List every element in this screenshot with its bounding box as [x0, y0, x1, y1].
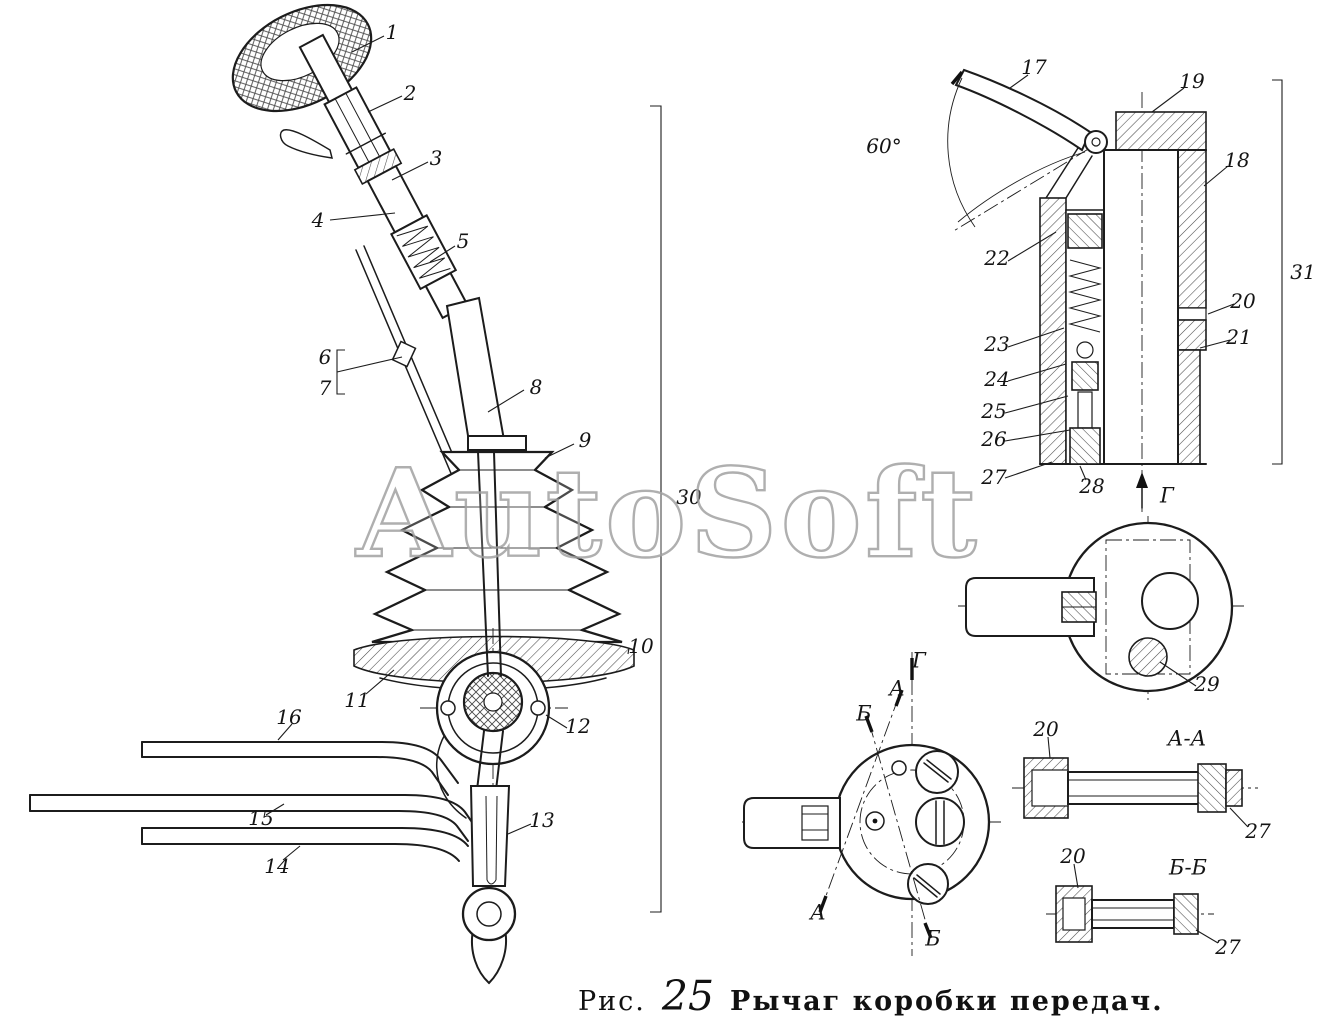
section-aa: [1012, 757, 1258, 819]
section-label-aa: А-А: [1167, 726, 1207, 751]
main-lever-assembly: [29, 3, 662, 985]
label-g-arrow: Г: [1160, 483, 1174, 508]
lever-neck: [445, 296, 506, 450]
figure-caption: Рис. 25 Рычаг коробки передач.: [578, 972, 1164, 1020]
callout-27: 27: [981, 465, 1007, 489]
callout-23: 23: [984, 332, 1010, 356]
callout-8: 8: [529, 375, 543, 399]
callout-24: 24: [984, 367, 1010, 391]
callout-30: 30: [676, 485, 702, 509]
callout-60deg: 60°: [866, 134, 902, 158]
callout-27-bb: 27: [1215, 935, 1241, 959]
caption-figure-number: 25: [661, 972, 715, 1020]
linkage-rods: [29, 715, 477, 862]
caption-title: Рычаг коробки передач.: [730, 986, 1164, 1017]
detail-round-middle: [958, 516, 1246, 700]
callout-25: 25: [981, 399, 1007, 423]
callout-13: 13: [529, 808, 555, 832]
label-b-start: Б: [856, 701, 872, 726]
callout-18: 18: [1224, 148, 1250, 172]
callout-12: 12: [565, 714, 591, 738]
callout-20-bb: 20: [1060, 844, 1086, 868]
callout-10: 10: [628, 634, 654, 658]
release-hook: [279, 129, 333, 159]
callout-9: 9: [578, 428, 592, 452]
detail-section-top: [947, 68, 1283, 512]
end-view-bottom: [742, 652, 1002, 956]
callout-2: 2: [403, 81, 417, 105]
callout-22: 22: [984, 246, 1010, 270]
lower-fork: [461, 730, 517, 985]
callout-7: 7: [318, 376, 332, 400]
caption-prefix: Рис.: [578, 986, 646, 1017]
callout-20-aa: 20: [1033, 717, 1059, 741]
callout-5: 5: [456, 229, 470, 253]
callout-27-aa: 27: [1245, 819, 1271, 843]
callout-3: 3: [429, 146, 443, 170]
callout-21: 21: [1226, 325, 1252, 349]
callout-1: 1: [385, 20, 399, 44]
callout-14: 14: [264, 854, 290, 878]
callout-26: 26: [981, 427, 1007, 451]
section-label-bb: Б-Б: [1169, 855, 1207, 880]
callout-16: 16: [276, 705, 302, 729]
label-a-end: А: [810, 900, 826, 925]
section-bb: [1046, 885, 1214, 943]
callout-6: 6: [318, 345, 332, 369]
leader-lines: [265, 35, 1249, 944]
lever-stem: [477, 451, 502, 677]
callout-29: 29: [1194, 672, 1220, 696]
callout-28: 28: [1079, 474, 1105, 498]
callout-15: 15: [248, 806, 274, 830]
label-b-end: Б: [925, 926, 941, 951]
callout-17: 17: [1021, 55, 1047, 79]
ball-joint: [420, 628, 568, 800]
callout-31: 31: [1290, 260, 1316, 284]
bracket-30: [650, 105, 662, 913]
callout-20: 20: [1230, 289, 1256, 313]
callout-19: 19: [1179, 69, 1205, 93]
callout-4: 4: [311, 208, 325, 232]
label-g-section: Г: [912, 648, 926, 673]
label-a-start: А: [889, 676, 905, 701]
lever-shaft: [298, 33, 469, 320]
callout-11: 11: [344, 688, 370, 712]
